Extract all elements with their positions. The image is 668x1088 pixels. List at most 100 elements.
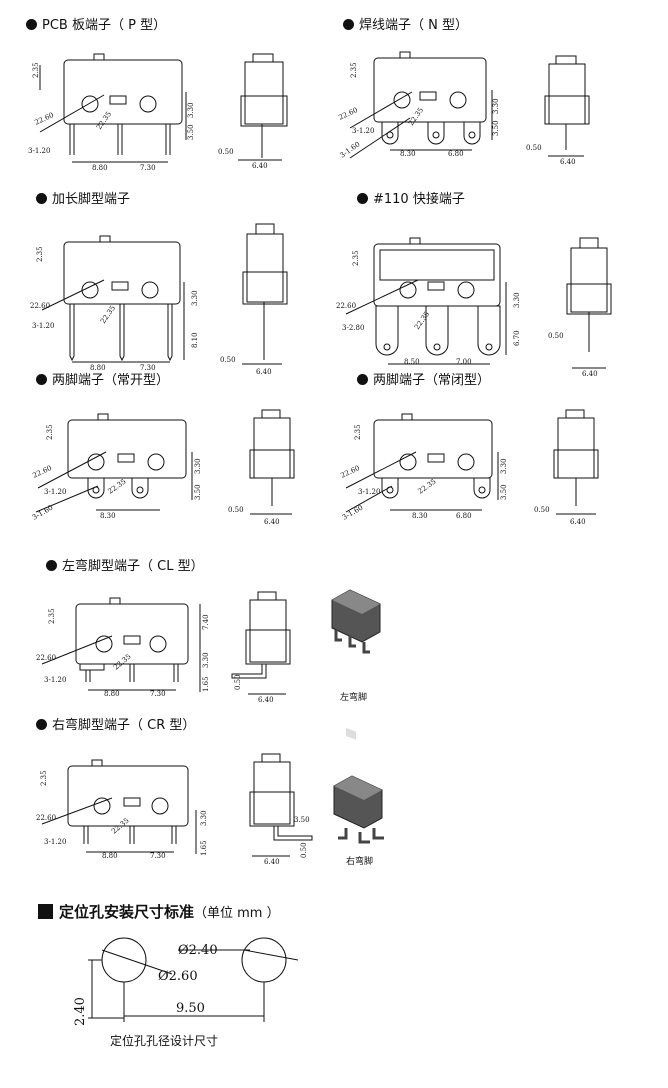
dim-label: 22.60: [339, 464, 361, 480]
drawing-two-no: 2.35 22.60 22.35 3-1.20 3-1.60 8.30 3.30…: [31, 409, 295, 526]
dim-label: 3-1.20: [44, 838, 66, 846]
dim-label: 22.60: [337, 106, 359, 122]
dim-label: 22.35: [417, 478, 438, 496]
bullet-icon: [46, 560, 57, 571]
dim-label: 7.00: [456, 358, 472, 366]
dim-label: 6.40: [252, 162, 268, 170]
dim-label: 3.50: [500, 484, 508, 500]
dim-label: 8.50: [404, 358, 420, 366]
section-title-pcb: PCB 板端子（ P 型）: [26, 18, 166, 34]
dim-label: 3-1.20: [28, 147, 50, 155]
cr-photo: [333, 775, 384, 844]
section-title-text: #110 快接端子: [373, 192, 465, 207]
dim-label: 3.30: [492, 98, 500, 114]
square-bullet-icon: [38, 904, 53, 919]
dim-label: 0.50: [548, 332, 564, 340]
drawing-long: 2.35 22.60 22.35 3-1.20 8.80 7.30 3.30 8…: [30, 223, 288, 376]
mount-unit: （单位 mm ）: [194, 906, 280, 921]
section-title-text: 焊线端子（ N 型）: [359, 18, 468, 33]
dim-label: 3.30: [202, 652, 210, 668]
drawing-quick: 2.35 22.60 22.35 3-2.80 8.50 7.00 3.30 6…: [336, 237, 612, 378]
dim-label: 6.40: [570, 518, 586, 526]
dim-label: 0.50: [300, 842, 308, 858]
dim-label: 3-1.60: [339, 140, 362, 159]
dim-label: 3.50: [194, 484, 202, 500]
dim-d2: Ø2.60: [158, 969, 198, 984]
drawing-two-nc: 2.35 22.60 22.35 3-1.20 3-1.60 8.30 6.80…: [339, 409, 599, 526]
section-title-text: 左弯脚型端子（ CL 型）: [62, 559, 204, 574]
dim-label: 3-1.20: [358, 488, 380, 496]
section-title-long: 加长脚型端子: [36, 192, 130, 208]
dim-label: 6.40: [264, 858, 280, 866]
dim-label: 1.65: [202, 676, 210, 692]
dim-d1: Ø2.40: [178, 943, 218, 958]
dim-label: 22.60: [336, 302, 356, 310]
dim-label: 22.60: [36, 814, 56, 822]
dim-label: 3.30: [513, 292, 521, 308]
dim-label: 2.35: [48, 608, 56, 624]
section-title-text: 加长脚型端子: [52, 192, 131, 207]
bullet-icon: [343, 19, 354, 30]
dim-label: 2.35: [40, 770, 48, 786]
dim-label: 8.80: [90, 364, 106, 372]
photo-label-right: 右弯脚: [346, 857, 374, 867]
drawing-cr: 2.35 22.60 22.35 3-1.20 8.80 7.30 3.30 1…: [36, 753, 384, 866]
dim-height: 2.40: [73, 997, 88, 1026]
dim-label: 8.80: [92, 164, 108, 172]
dim-label: 0.50: [534, 506, 550, 514]
bullet-icon: [357, 193, 368, 204]
dim-label: 3.50: [492, 120, 500, 136]
section-title-solder: 焊线端子（ N 型）: [343, 18, 468, 34]
dim-label: 7.30: [140, 164, 156, 172]
dim-label: 0.50: [228, 506, 244, 514]
section-title-cl: 左弯脚型端子（ CL 型）: [46, 559, 204, 575]
dim-label: 8.30: [412, 512, 428, 520]
dim-label: 6.70: [513, 330, 521, 346]
dim-label: 3-2.80: [342, 324, 364, 332]
dim-label: 2.35: [46, 424, 54, 440]
section-title-text: 两脚端子（常开型）: [52, 373, 170, 388]
photo-label-left: 左弯脚: [340, 693, 368, 703]
dim-label: 7.30: [150, 852, 166, 860]
dim-label: 6.80: [456, 512, 472, 520]
dim-label: 3.30: [200, 810, 208, 826]
section-title-text: 右弯脚型端子（ CR 型）: [52, 718, 196, 733]
dim-label: 0.50: [218, 148, 234, 156]
dim-label: 7.40: [202, 614, 210, 630]
dim-label: 3.30: [187, 102, 195, 118]
mount-title-text: 定位孔安装尺寸标准: [59, 903, 195, 921]
dim-label: 22.35: [407, 106, 425, 127]
dim-label: 2.35: [354, 424, 362, 440]
dim-label: 3.50: [294, 816, 310, 824]
drawing-cl: 2.35 22.60 22.35 3-1.20 8.80 7.30 7.40 3…: [36, 589, 381, 740]
bullet-icon: [26, 19, 37, 30]
dim-label: 2.35: [36, 246, 44, 262]
drawing-solder: 2.35 22.60 22.35 3-1.20 3-1.60 8.30 6.80…: [337, 51, 590, 166]
dim-label: 0.50: [526, 144, 542, 152]
dim-label: 8.30: [400, 150, 416, 158]
bullet-icon: [36, 193, 47, 204]
section-title-two-no: 两脚端子（常开型）: [36, 373, 169, 389]
mount-caption: 定位孔孔径设计尺寸: [110, 1034, 219, 1048]
dim-label: 2.35: [352, 250, 360, 266]
mount-diagram: Ø2.40 Ø2.60 9.50 2.40: [73, 937, 299, 1026]
dim-label: 8.30: [100, 512, 116, 520]
dim-label: 7.30: [150, 690, 166, 698]
dim-label: 6.40: [582, 370, 598, 378]
section-title-cr: 右弯脚型端子（ CR 型）: [36, 718, 195, 734]
dim-label: 8.80: [102, 852, 118, 860]
mount-title: 定位孔安装尺寸标准（单位 mm ）: [38, 904, 280, 922]
dim-label: 6.40: [256, 368, 272, 376]
cl-photo: [331, 589, 381, 740]
dim-label: 2.35: [32, 62, 40, 78]
dim-label: 6.40: [258, 696, 274, 704]
section-title-text: 两脚端子（常闭型）: [373, 373, 491, 388]
dim-label: 3-1.20: [32, 322, 54, 330]
drawing-pcb: 2.35 22.60 22.35 3-1.20 8.80 7.30 3.30 3…: [28, 53, 288, 172]
dim-label: 7.30: [140, 364, 156, 372]
section-title-text: PCB 板端子（ P 型）: [42, 18, 167, 33]
dim-label: 6.40: [264, 518, 280, 526]
dim-label: 6.40: [560, 158, 576, 166]
dim-label: 2.35: [350, 62, 358, 78]
dim-label: 3.50: [187, 124, 195, 140]
